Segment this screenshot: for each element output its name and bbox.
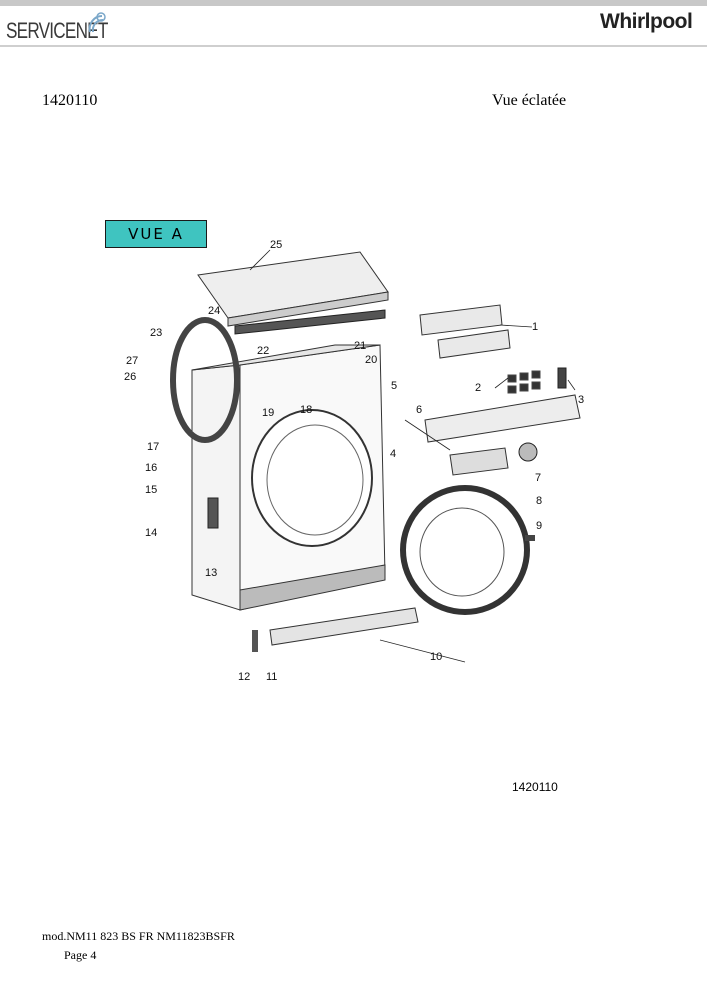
- door-part: [400, 485, 530, 615]
- document-reference: 1420110: [42, 92, 98, 109]
- view-label-box: VUE A: [105, 220, 207, 248]
- callout-23: 23: [150, 327, 162, 339]
- whirlpool-logo: Whirlpool: [600, 10, 693, 33]
- callout-7: 7: [535, 472, 541, 484]
- control-panel-part: [419, 304, 511, 359]
- callout-10: 10: [430, 651, 442, 663]
- rear-strip-part: [234, 309, 386, 335]
- callout-4: 4: [390, 448, 396, 460]
- footer-page-number: Page 4: [64, 948, 97, 962]
- top-panel-part: [197, 251, 389, 327]
- callout-16: 16: [145, 462, 157, 474]
- callout-24: 24: [208, 305, 220, 317]
- footer-model: mod.NM11 823 BS FR NM11823BSFR: [42, 929, 235, 943]
- callout-25: 25: [270, 239, 282, 251]
- callout-3: 3: [578, 394, 584, 406]
- callout-14: 14: [145, 527, 157, 539]
- callout-8: 8: [536, 495, 542, 507]
- callout-13: 13: [205, 567, 217, 579]
- callout-9: 9: [536, 520, 542, 532]
- header-top-bar: [0, 0, 707, 6]
- handle-part: [207, 497, 219, 529]
- switch-part: [557, 367, 567, 389]
- fascia-part: [424, 394, 581, 443]
- callout-2: 2: [475, 382, 481, 394]
- view-title: Vue éclatée: [492, 92, 567, 109]
- knob-part: [518, 442, 538, 462]
- callout-5: 5: [391, 380, 397, 392]
- callout-18: 18: [300, 404, 312, 416]
- door-glass-part: [419, 507, 505, 597]
- exploded-view-diagram: 25 24 23 22 21 20 19 18 17 16 15 14 13 1…: [124, 239, 584, 683]
- drawer-part: [449, 447, 509, 476]
- drum-inner-ring: [266, 424, 364, 536]
- drum-opening-part: [251, 409, 373, 547]
- callout-19: 19: [262, 407, 274, 419]
- hinge-part: [525, 535, 535, 541]
- keypad-part: [507, 370, 541, 394]
- foot-part: [252, 630, 258, 652]
- callout-15: 15: [145, 484, 157, 496]
- callout-26: 26: [124, 371, 136, 383]
- callout-12: 12: [238, 671, 250, 683]
- header-divider: [0, 45, 707, 47]
- door-gasket-part: [170, 317, 240, 443]
- callout-1: 1: [532, 321, 538, 333]
- callout-27: 27: [126, 355, 138, 367]
- callout-11: 11: [266, 671, 277, 683]
- leader-lines: [249, 249, 576, 663]
- callout-21: 21: [354, 340, 366, 352]
- servicenet-logo: SERVICENET: [6, 10, 116, 44]
- callout-6: 6: [416, 404, 422, 416]
- callout-17: 17: [147, 441, 159, 453]
- callout-20: 20: [365, 354, 377, 366]
- plinth-part: [269, 607, 419, 646]
- callout-22: 22: [257, 345, 269, 357]
- diagram-code: 1420110: [512, 780, 558, 794]
- servicenet-swirl-icon: [88, 12, 106, 33]
